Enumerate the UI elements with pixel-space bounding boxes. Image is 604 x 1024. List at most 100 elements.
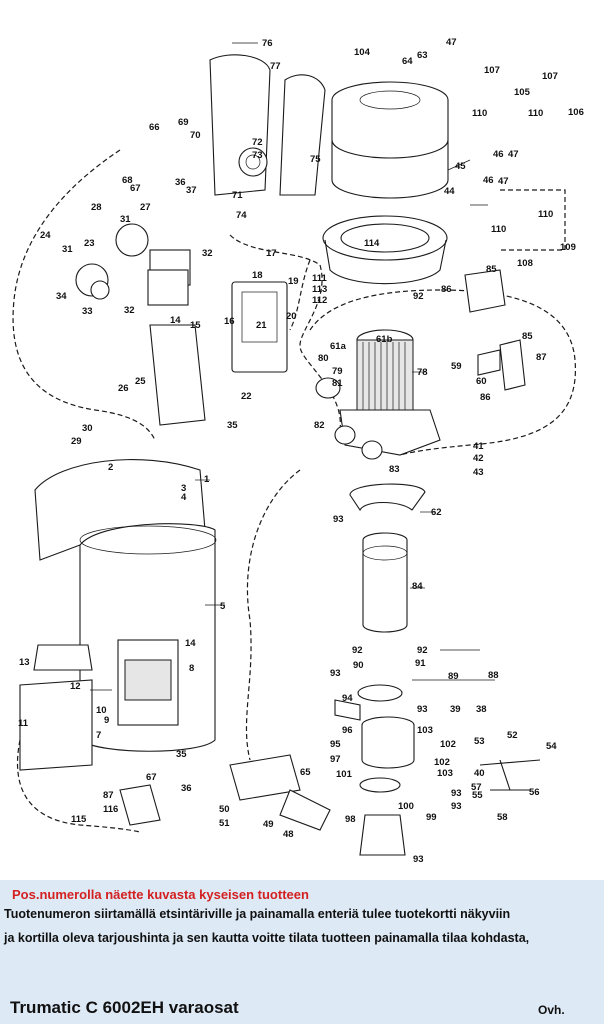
part-label[interactable]: 45 xyxy=(455,161,466,172)
part-label[interactable]: 65 xyxy=(300,767,311,778)
part-label[interactable]: 100 xyxy=(398,801,414,812)
part-label[interactable]: 61a xyxy=(330,341,347,352)
part-label[interactable]: 116 xyxy=(103,804,118,815)
part-label[interactable]: 103 xyxy=(437,768,453,779)
part-label[interactable]: 93 xyxy=(417,704,428,715)
part-label[interactable]: 39 xyxy=(450,704,461,715)
part-label[interactable]: 29 xyxy=(71,436,82,447)
part-label[interactable]: 18 xyxy=(252,270,263,281)
part-label[interactable]: 46 xyxy=(493,149,504,160)
part-label[interactable]: 56 xyxy=(529,787,540,798)
part-label[interactable]: 93 xyxy=(413,854,424,865)
part-label[interactable]: 113 xyxy=(312,284,327,295)
part-label[interactable]: 47 xyxy=(446,37,457,48)
part-label[interactable]: 50 xyxy=(219,804,230,815)
part-label[interactable]: 67 xyxy=(130,183,141,194)
part-label[interactable]: 80 xyxy=(318,353,329,364)
part-label[interactable]: 5 xyxy=(220,601,226,612)
part-label[interactable]: 67 xyxy=(146,772,157,783)
part-label[interactable]: 93 xyxy=(451,801,462,812)
part-label[interactable]: 110 xyxy=(538,209,553,220)
part-label[interactable]: 4 xyxy=(181,492,187,503)
part-label[interactable]: 111 xyxy=(312,273,328,284)
part-label[interactable]: 14 xyxy=(185,638,196,649)
part-label[interactable]: 104 xyxy=(354,47,371,58)
part-label[interactable]: 77 xyxy=(270,61,281,72)
part-label[interactable]: 22 xyxy=(241,391,252,402)
part-label[interactable]: 74 xyxy=(236,210,247,221)
part-label[interactable]: 24 xyxy=(40,230,51,241)
part-label[interactable]: 107 xyxy=(542,71,558,82)
part-label[interactable]: 82 xyxy=(314,420,325,431)
part-label[interactable]: 72 xyxy=(252,137,263,148)
part-label[interactable]: 8 xyxy=(189,663,194,674)
part-label[interactable]: 105 xyxy=(514,87,531,98)
part-label[interactable]: 102 xyxy=(434,757,450,768)
part-label[interactable]: 11 xyxy=(18,718,29,729)
part-label[interactable]: 60 xyxy=(476,376,487,387)
part-label[interactable]: 101 xyxy=(336,769,353,780)
part-label[interactable]: 98 xyxy=(345,814,356,825)
part-label[interactable]: 35 xyxy=(227,420,238,431)
part-label[interactable]: 35 xyxy=(176,749,187,760)
part-label[interactable]: 93 xyxy=(330,668,341,679)
part-label[interactable]: 52 xyxy=(507,730,518,741)
part-label[interactable]: 85 xyxy=(486,264,497,275)
part-label[interactable]: 107 xyxy=(484,65,500,76)
part-label[interactable]: 42 xyxy=(473,453,484,464)
part-label[interactable]: 23 xyxy=(84,238,95,249)
part-label[interactable]: 93 xyxy=(451,788,462,799)
part-label[interactable]: 92 xyxy=(413,291,424,302)
part-label[interactable]: 70 xyxy=(190,130,201,141)
part-label[interactable]: 51 xyxy=(219,818,230,829)
part-label[interactable]: 71 xyxy=(232,190,243,201)
part-label[interactable]: 27 xyxy=(140,202,151,213)
part-label[interactable]: 86 xyxy=(441,284,452,295)
part-label[interactable]: 86 xyxy=(480,392,491,403)
part-label[interactable]: 96 xyxy=(342,725,353,736)
part-label[interactable]: 54 xyxy=(546,741,557,752)
part-label[interactable]: 38 xyxy=(476,704,487,715)
part-label[interactable]: 73 xyxy=(252,150,263,161)
part-label[interactable]: 16 xyxy=(224,316,235,327)
part-label[interactable]: 12 xyxy=(70,681,81,692)
part-label[interactable]: 46 xyxy=(483,175,494,186)
part-label[interactable]: 110 xyxy=(491,224,506,235)
part-label[interactable]: 109 xyxy=(560,242,576,253)
part-label[interactable]: 78 xyxy=(417,367,428,378)
part-label[interactable]: 92 xyxy=(417,645,428,656)
part-label[interactable]: 61b xyxy=(376,334,393,345)
part-label[interactable]: 114 xyxy=(364,238,380,249)
part-label[interactable]: 57 xyxy=(471,782,482,793)
part-label[interactable]: 110 xyxy=(472,108,487,119)
part-label[interactable]: 19 xyxy=(288,276,299,287)
part-label[interactable]: 13 xyxy=(19,657,30,668)
part-label[interactable]: 9 xyxy=(104,715,109,726)
part-label[interactable]: 99 xyxy=(426,812,437,823)
part-label[interactable]: 64 xyxy=(402,56,413,67)
part-label[interactable]: 75 xyxy=(310,154,321,165)
part-label[interactable]: 58 xyxy=(497,812,508,823)
part-label[interactable]: 48 xyxy=(283,829,294,840)
part-label[interactable]: 2 xyxy=(108,462,113,473)
part-label[interactable]: 37 xyxy=(186,185,197,196)
part-label[interactable]: 81 xyxy=(332,378,343,389)
part-label[interactable]: 62 xyxy=(431,507,442,518)
part-label[interactable]: 33 xyxy=(82,306,93,317)
part-label[interactable]: 69 xyxy=(178,117,189,128)
part-label[interactable]: 7 xyxy=(96,730,101,741)
part-label[interactable]: 15 xyxy=(190,320,201,331)
part-label[interactable]: 41 xyxy=(473,441,484,452)
part-label[interactable]: 110 xyxy=(528,108,543,119)
part-label[interactable]: 93 xyxy=(333,514,344,525)
part-label[interactable]: 87 xyxy=(103,790,114,801)
part-label[interactable]: 32 xyxy=(124,305,135,316)
part-label[interactable]: 103 xyxy=(417,725,433,736)
part-label[interactable]: 76 xyxy=(262,38,273,49)
part-label[interactable]: 36 xyxy=(181,783,192,794)
part-label[interactable]: 85 xyxy=(522,331,533,342)
part-label[interactable]: 68 xyxy=(122,175,133,186)
part-label[interactable]: 40 xyxy=(474,768,485,779)
part-label[interactable]: 14 xyxy=(170,315,181,326)
part-label[interactable]: 87 xyxy=(536,352,547,363)
